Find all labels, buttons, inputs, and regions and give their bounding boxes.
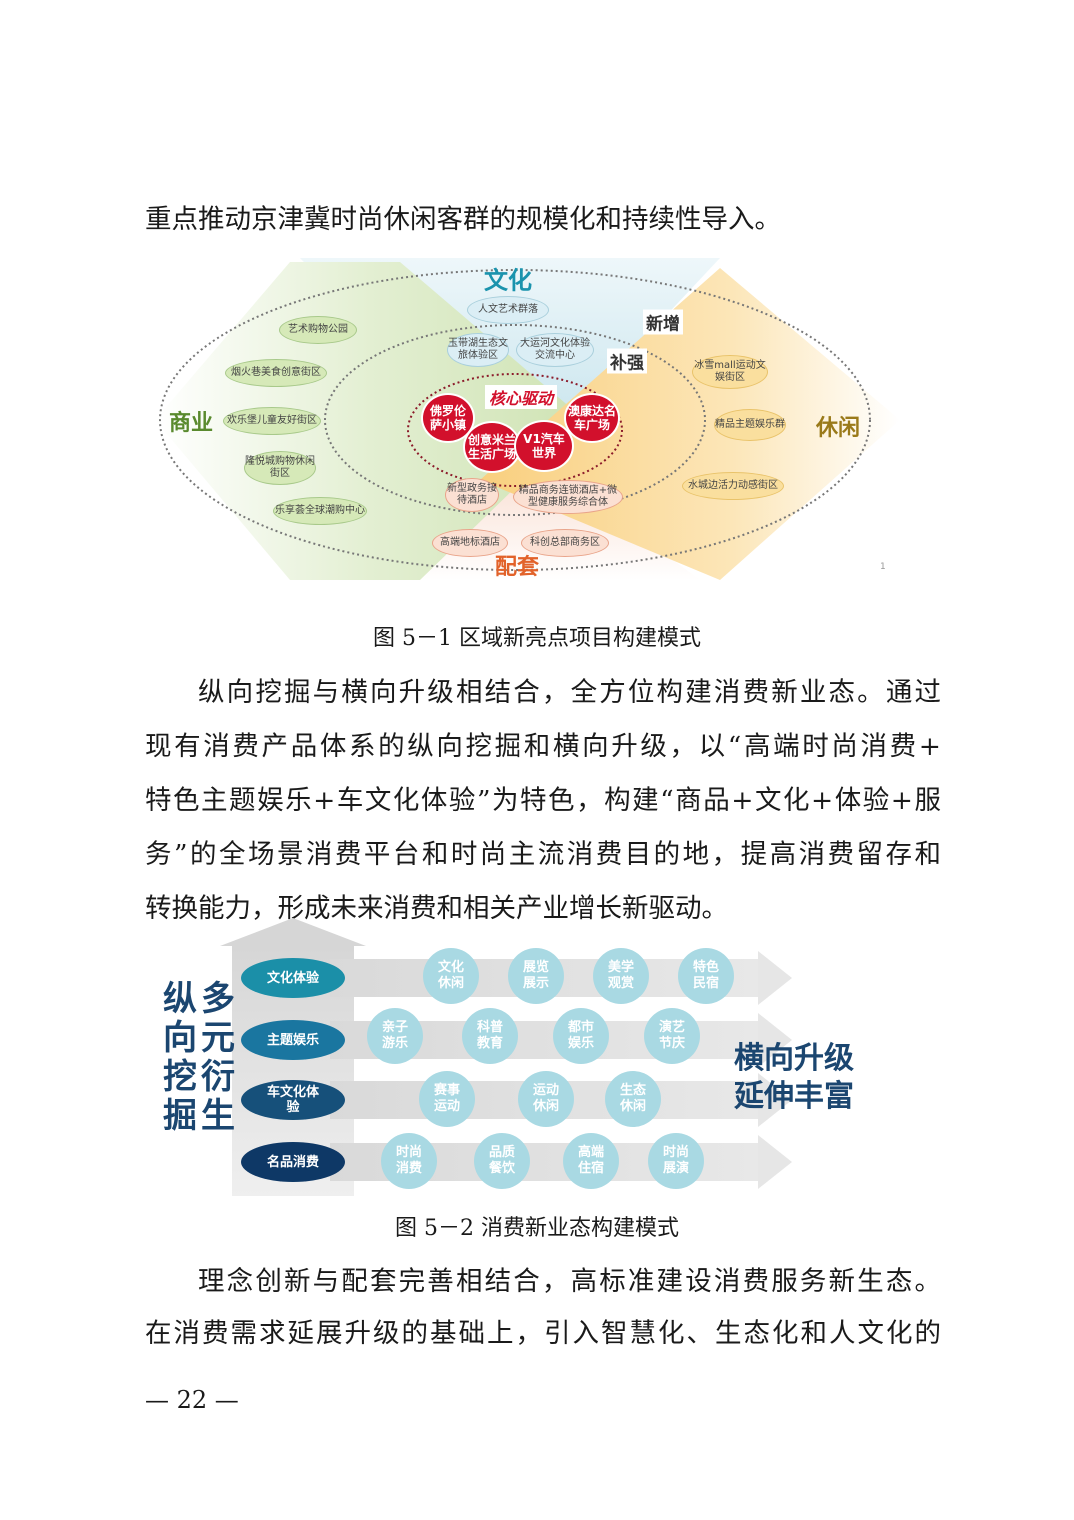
row-band (330, 959, 760, 997)
body-text-line: 理念创新与配套完善相结合，高标准建设消费服务新生态。 (198, 1266, 941, 1297)
sector-label-leisure: 休闲 (815, 416, 861, 441)
commerce-node: 乐享荟全球潮购中心 (273, 497, 367, 525)
culture-node: 大运河文化体验交流中心 (516, 333, 594, 367)
commerce-node: 隆悦城购物休闲街区 (244, 451, 316, 485)
body-text-line: 纵向挖掘与横向升级相结合，全方位构建消费新业态。通过 (198, 677, 941, 708)
horizontal-label: 延伸丰富 (734, 1079, 854, 1114)
body-text-line: 特色主题娱乐+车文化体验”为特色，构建“商品+文化+体验+服 (145, 785, 941, 816)
body-text-line: 转换能力，形成未来消费和相关产业增长新驱动。 (145, 893, 728, 924)
item-circle: 亲子游乐 (367, 1008, 423, 1064)
row-band (330, 1143, 760, 1181)
horizontal-label: 横向升级 (734, 1041, 854, 1076)
support-node: 精品商务连锁酒店+微型健康服务综合体 (513, 480, 623, 514)
body-text-line: 务”的全场景消费平台和时尚主流消费目的地，提高消费留存和 (145, 839, 941, 870)
item-circle: 高端住宿 (563, 1133, 619, 1189)
support-node: 科创总部商务区 (521, 529, 609, 557)
row-category: 车文化体验 (241, 1080, 345, 1120)
row-arrow-head (758, 1135, 792, 1189)
item-circle: 美学观赏 (593, 948, 649, 1004)
vertical-arrow-shaft (232, 946, 354, 1196)
row-band (330, 1021, 760, 1059)
middle-ring-strengthened (324, 324, 706, 516)
item-circle: 都市娱乐 (553, 1008, 609, 1064)
item-circle: 时尚消费 (381, 1133, 437, 1189)
item-circle: 特色民宿 (678, 948, 734, 1004)
commerce-node: 烟火巷美食创意街区 (225, 359, 327, 387)
row-category: 主题娱乐 (241, 1020, 345, 1060)
row-arrow-head (758, 951, 792, 1005)
item-circle: 运动休闲 (518, 1071, 574, 1127)
leisure-node: 冰雪mall运动文娱街区 (692, 355, 768, 389)
core-node: V1汽车世界 (514, 420, 574, 472)
ring-label-added: 新增 (643, 309, 683, 335)
item-circle: 演艺节庆 (644, 1008, 700, 1064)
row-category: 文化体验 (241, 958, 345, 998)
commerce-node: 欢乐堡儿童友好街区 (223, 407, 321, 435)
leisure-node: 水城边活力动感街区 (682, 472, 784, 500)
sector-label-culture: 文化 (484, 266, 532, 295)
vertical-label-2: 多元衍生 (201, 979, 235, 1136)
body-text-line: 在消费需求延展升级的基础上，引入智慧化、生态化和人文化的 (145, 1318, 941, 1349)
support-node: 高端地标酒店 (432, 529, 508, 557)
item-circle: 生态休闲 (605, 1071, 661, 1127)
item-circle: 文化休闲 (423, 948, 479, 1004)
page-number: — 22 — (145, 1386, 239, 1414)
support-node: 新型政务接待酒店 (445, 478, 499, 512)
slide-number: 1 (880, 562, 886, 572)
sector-label-commerce: 商业 (168, 411, 214, 436)
row-category: 名品消费 (241, 1142, 345, 1182)
row-arrow-head (758, 1073, 792, 1127)
outer-ring-added (159, 269, 871, 571)
item-circle: 展览展示 (508, 948, 564, 1004)
item-circle: 科普教育 (462, 1008, 518, 1064)
ring-label-core: 核心驱动 (484, 385, 558, 409)
item-circle: 赛事运动 (419, 1071, 475, 1127)
ring-label-strengthened: 补强 (607, 348, 647, 374)
row-band (330, 1081, 760, 1119)
item-circle: 时尚展演 (648, 1133, 704, 1189)
body-text-line: 现有消费产品体系的纵向挖掘和横向升级，以“高端时尚消费+ (145, 731, 941, 762)
figure-caption: 图 5－2 消费新业态构建模式 (395, 1216, 679, 1241)
core-node: 澳康达名车广场 (564, 393, 620, 443)
culture-node: 玉带湖生态文旅体验区 (447, 333, 509, 367)
row-arrow-head (758, 1013, 792, 1067)
commerce-node: 艺术购物公园 (279, 316, 357, 344)
item-circle: 品质餐饮 (474, 1133, 530, 1189)
body-text-line: 重点推动京津冀时尚休闲客群的规模化和持续性导入。 (145, 204, 781, 235)
sector-label-support: 配套 (494, 555, 540, 580)
vertical-label-1: 纵向挖掘 (163, 979, 197, 1136)
core-node: 创意米兰生活广场 (463, 421, 521, 473)
figure-regional-highlights-diagram: 文化 商业 休闲 配套 新增 补强 核心驱动 人文艺术群落 玉带湖生态文旅体验区… (0, 0, 1074, 600)
figure-caption: 图 5－1 区域新亮点项目构建模式 (373, 626, 701, 651)
culture-node: 人文艺术群落 (467, 296, 549, 324)
leisure-node: 精品主题娱乐群 (714, 409, 786, 441)
